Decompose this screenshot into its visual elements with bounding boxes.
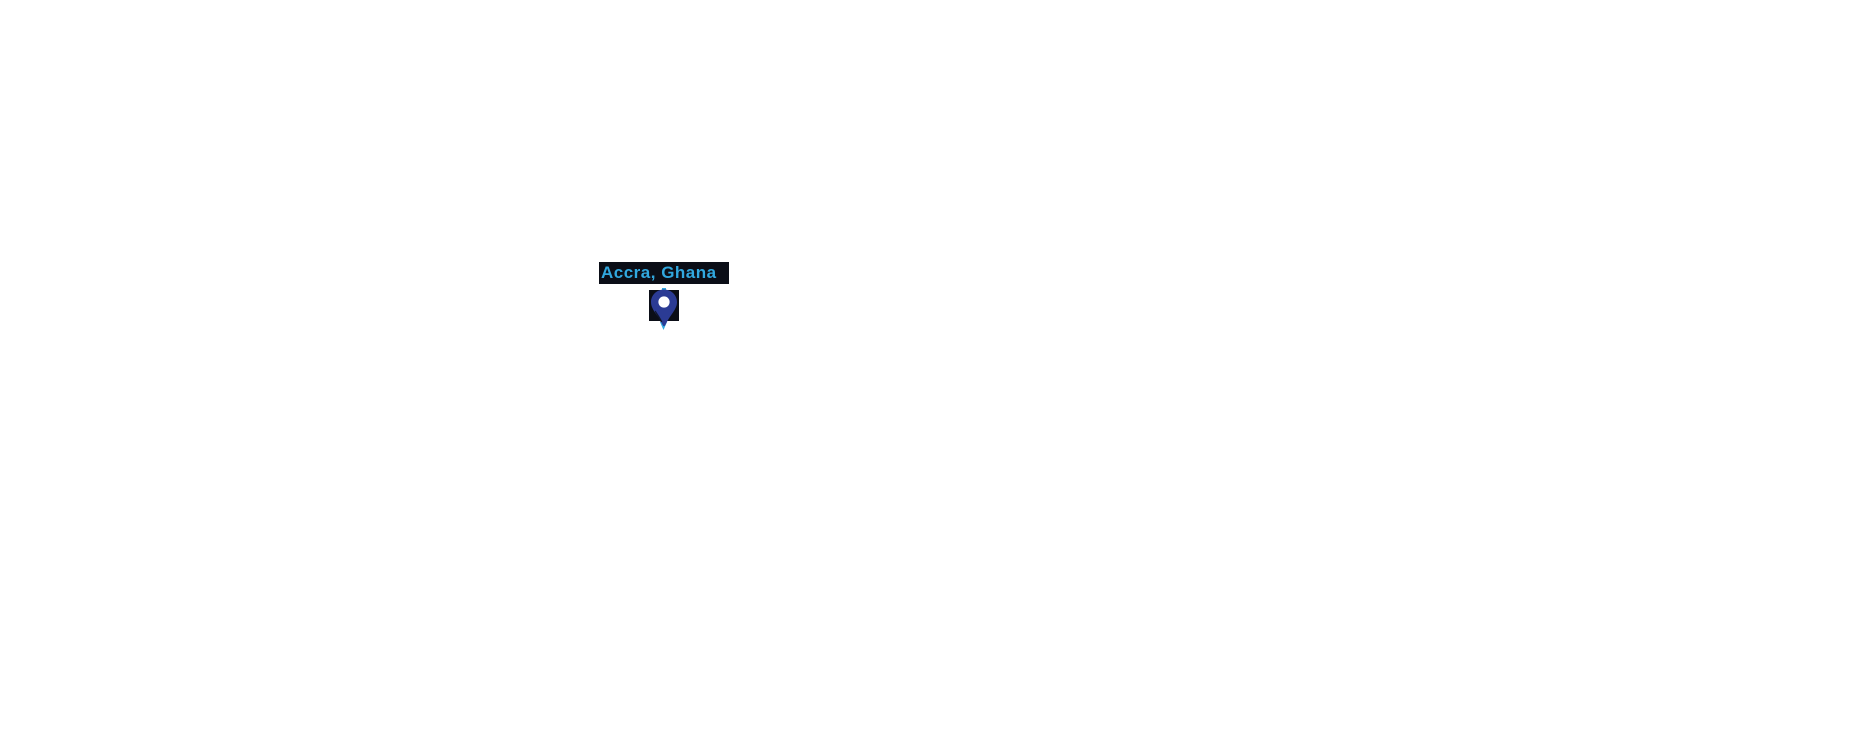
map-pin-icon[interactable]	[648, 288, 680, 331]
label-highlight-box	[599, 262, 729, 284]
location-label[interactable]: Accra, Ghana	[601, 263, 717, 282]
